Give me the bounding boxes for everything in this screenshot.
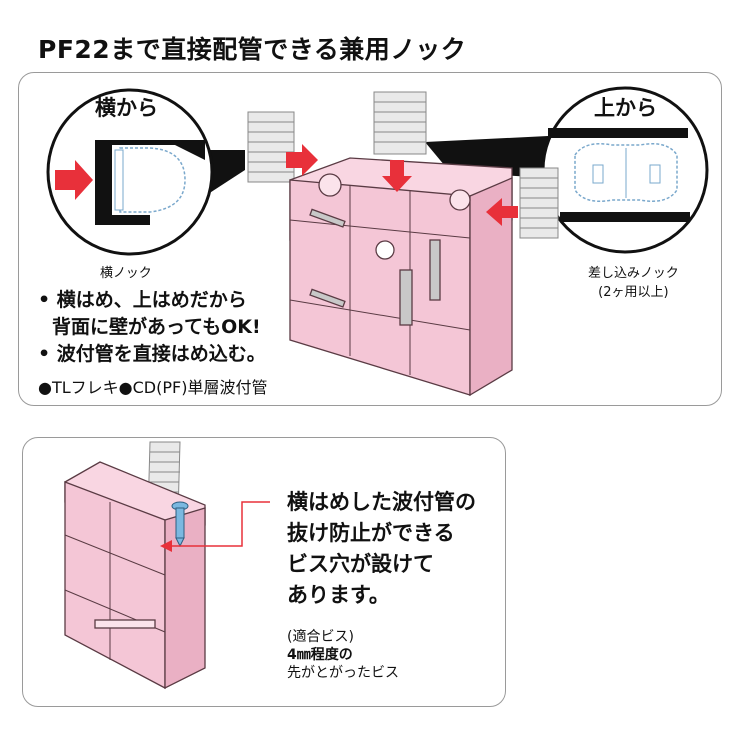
left-circle-title: 横から (95, 96, 158, 120)
pipe-left (247, 111, 295, 183)
callout-line (168, 501, 270, 547)
side-knock-caption: 横ノック (100, 266, 152, 281)
pipe-right (519, 167, 559, 239)
screw-spec-line-3: 先がとがったビス (287, 665, 399, 681)
left-callout-wedge (205, 150, 245, 196)
left-circle-arrow (55, 160, 93, 200)
desc-line-3: ビス穴が設けて (287, 552, 434, 576)
vis-hole-description: 横はめした波付管の 抜け防止ができる ビス穴が設けて あります。 (287, 487, 476, 611)
switch-box-bottom (64, 461, 206, 690)
insert-knock-caption-line2: (2ヶ用以上) (598, 285, 669, 300)
top-insert-arrow (382, 160, 412, 192)
insert-knock-detail (548, 128, 690, 222)
bullet-1-cont: 背面に壁があってもOK! (52, 316, 261, 338)
switch-box-top (289, 157, 513, 397)
insert-knock-caption: 差し込みノック (2ヶ用以上) (588, 262, 679, 300)
side-insert-arrow (286, 144, 318, 176)
screw-icon (171, 501, 189, 548)
compatible-pipes-line: ●TLフレキ●CD(PF)単層波付管 (38, 378, 268, 397)
desc-line-2: 抜け防止ができる (287, 521, 455, 545)
bottom-illustration (64, 441, 270, 690)
screw-spec: (適合ビス) 4㎜程度の 先がとがったビス (287, 628, 399, 682)
page-title: PF22まで直接配管できる兼用ノック (38, 35, 467, 64)
feature-bullets: • 横はめ、上はめだから 背面に壁があってもOK! • 波付管を直接はめ込む。 (38, 287, 266, 368)
desc-line-4: あります。 (287, 583, 390, 607)
right-insert-arrow (486, 198, 518, 226)
callout-arrow-head (160, 540, 172, 552)
top-illustration (46, 86, 709, 397)
right-circle-title: 上から (594, 96, 657, 120)
insert-knock-caption-line1: 差し込みノック (588, 266, 679, 281)
side-knock-detail (95, 140, 205, 225)
desc-line-1: 横はめした波付管の (287, 490, 476, 514)
bullet-1: • 横はめ、上はめだから (38, 289, 247, 311)
bullet-2: • 波付管を直接はめ込む。 (38, 343, 266, 365)
screw-spec-line-2: 4㎜程度の (287, 647, 353, 663)
screw-spec-line-1: (適合ビス) (287, 629, 354, 645)
pipe-center (373, 91, 427, 155)
